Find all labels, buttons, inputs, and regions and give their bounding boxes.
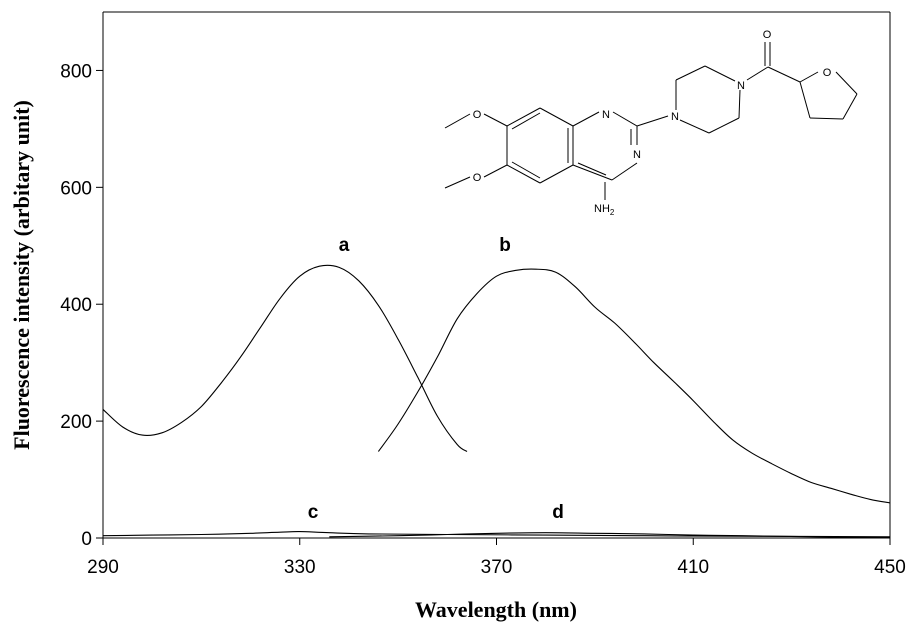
series-line-c bbox=[102, 531, 891, 538]
y-axis-title: Fluorescence intensity (arbitary unit) bbox=[9, 100, 34, 450]
series-label-d: d bbox=[552, 502, 564, 523]
y-tick-label: 0 bbox=[81, 529, 92, 550]
series-label-b: b bbox=[499, 235, 511, 256]
y-tick-label: 800 bbox=[60, 61, 92, 82]
x-tick-label: 290 bbox=[87, 557, 119, 578]
x-axis-title: Wavelength (nm) bbox=[415, 597, 577, 622]
methoxy-oxygen-1: O bbox=[473, 109, 482, 121]
amine-group: NH2 bbox=[594, 203, 615, 217]
series-layer bbox=[102, 264, 891, 538]
x-tick-label: 330 bbox=[284, 557, 316, 578]
series-line-b bbox=[377, 268, 891, 504]
piperazine-nitrogen-2: N bbox=[737, 80, 745, 92]
quinazoline-nitrogen-2: N bbox=[633, 149, 641, 161]
x-tick-label: 450 bbox=[874, 557, 906, 578]
series-line-d bbox=[329, 532, 891, 538]
x-tick-label: 370 bbox=[481, 557, 513, 578]
x-tick-label: 410 bbox=[677, 557, 709, 578]
series-line-a bbox=[102, 264, 468, 452]
carbonyl-oxygen: O bbox=[763, 29, 772, 41]
methoxy-oxygen-2: O bbox=[473, 172, 482, 184]
tetrahydrofuran-oxygen: O bbox=[823, 67, 832, 79]
y-tick-label: 600 bbox=[60, 178, 92, 199]
quinazoline-nitrogen-1: N bbox=[602, 109, 610, 121]
x-ticks: 290 330 370 410 450 bbox=[87, 538, 906, 578]
piperazine-nitrogen-1: N bbox=[671, 111, 679, 123]
y-tick-label: 200 bbox=[60, 412, 92, 433]
y-tick-label: 400 bbox=[60, 295, 92, 316]
series-label-c: c bbox=[308, 502, 319, 523]
series-label-a: a bbox=[339, 235, 350, 256]
y-ticks: 0 200 400 600 800 bbox=[60, 61, 103, 550]
molecule-structure: O O N N NH2 N N bbox=[444, 29, 858, 217]
